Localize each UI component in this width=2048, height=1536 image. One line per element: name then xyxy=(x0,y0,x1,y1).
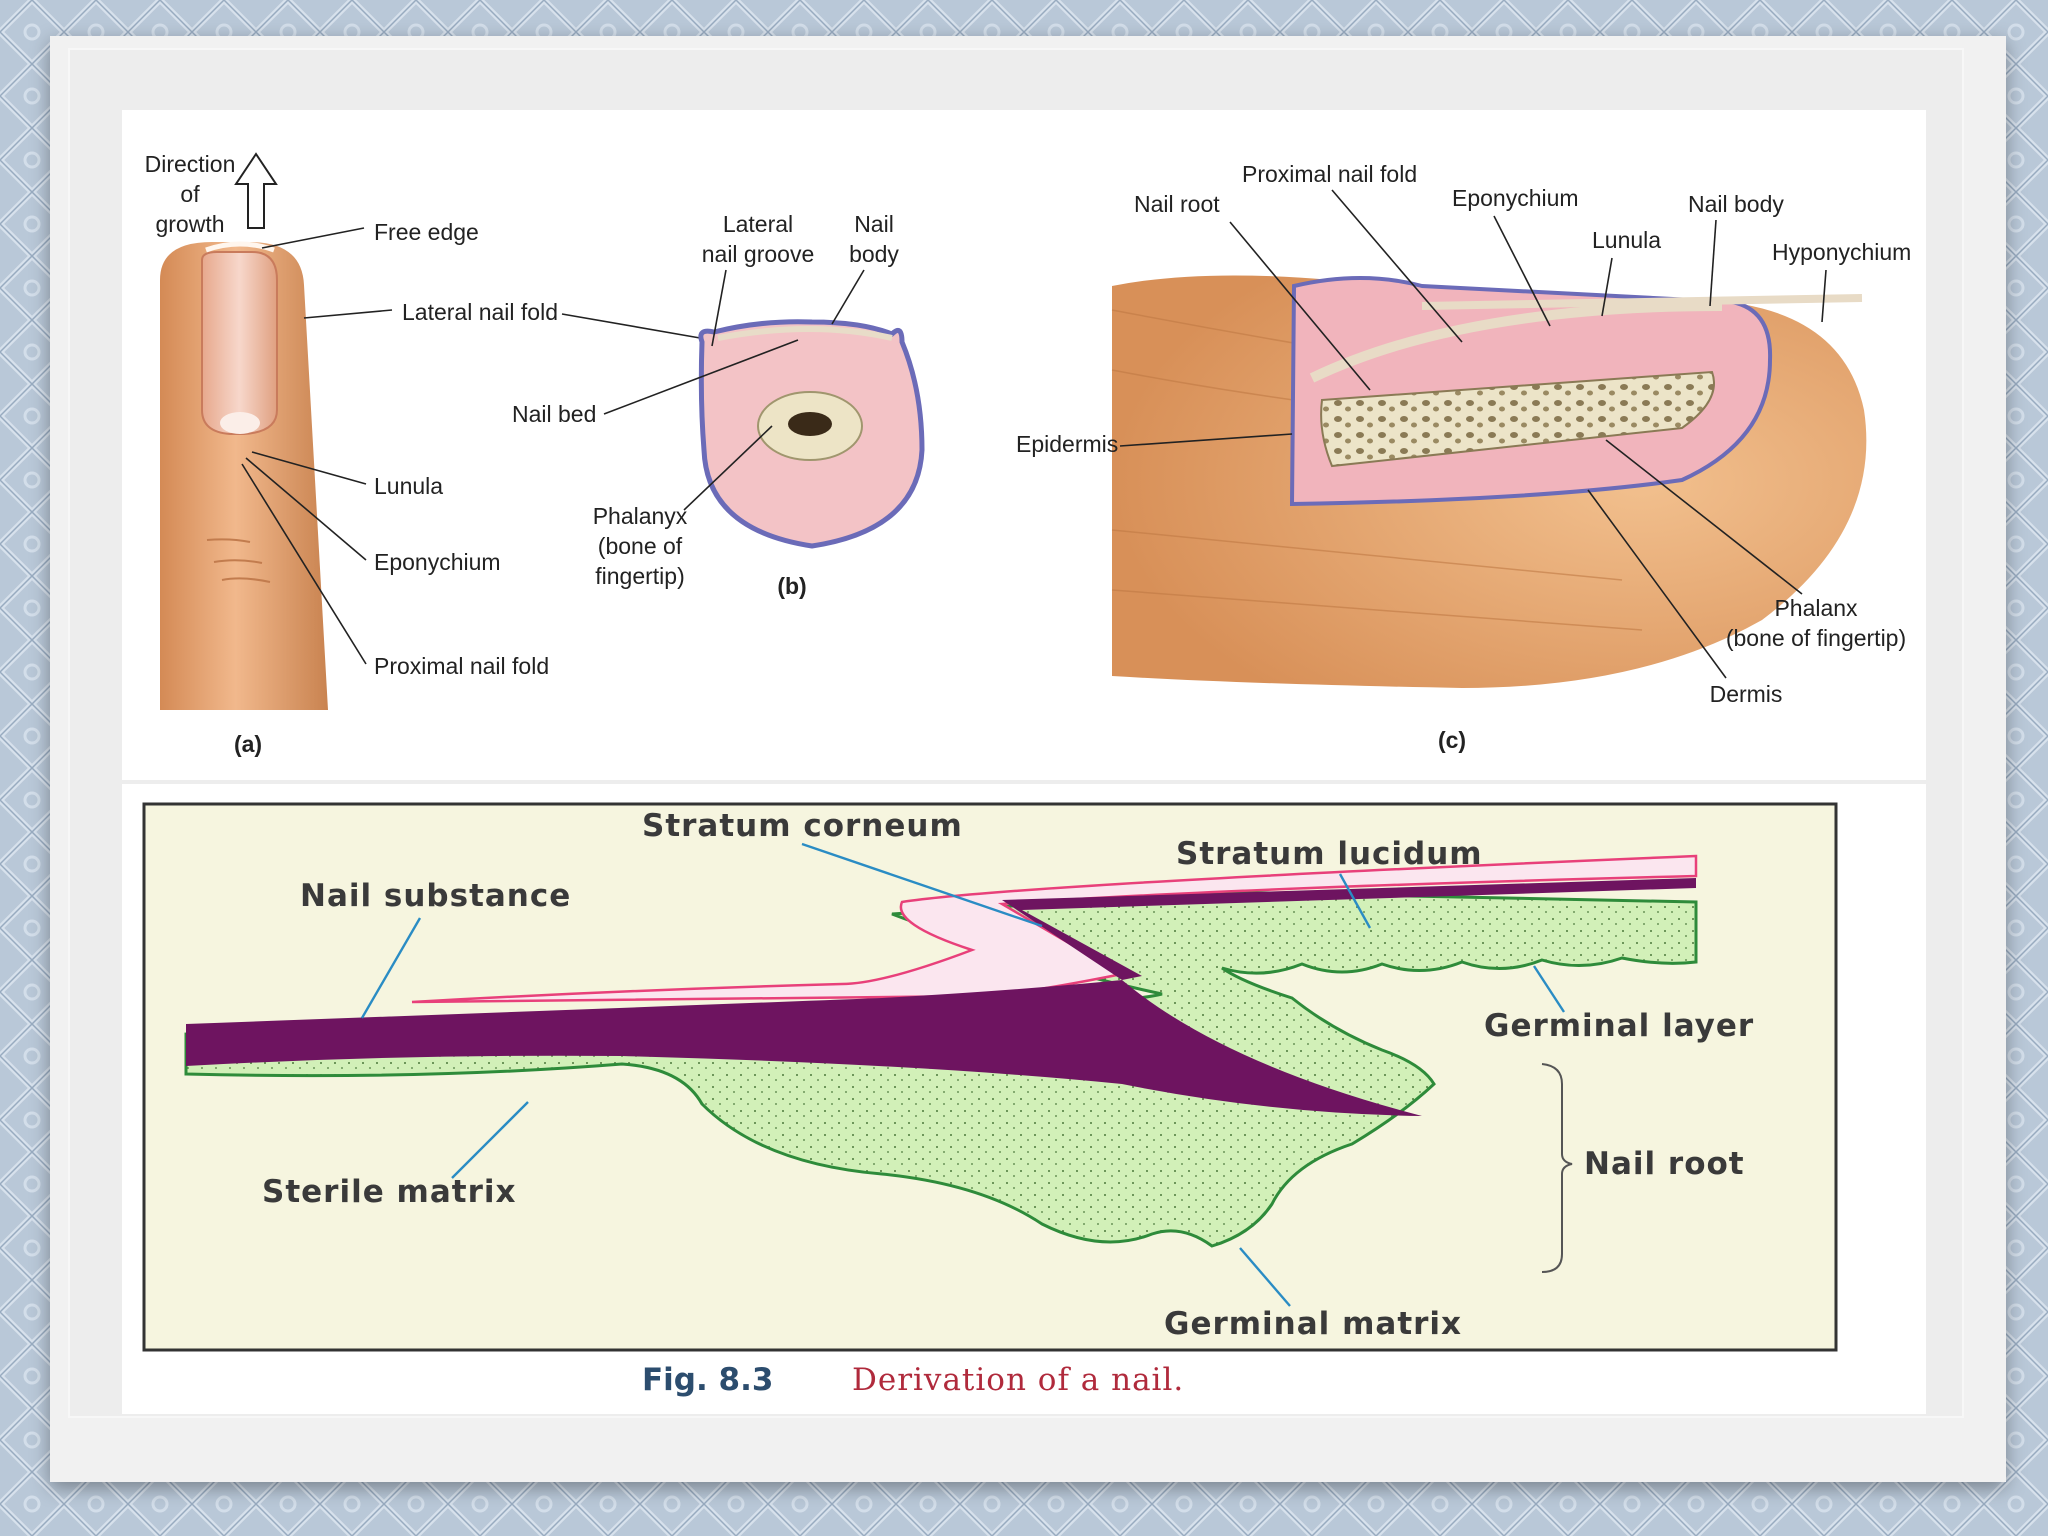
proximal-nail-fold-label: Proximal nail fold xyxy=(374,653,549,679)
phalanx-c-label-1: Phalanx xyxy=(1774,595,1858,621)
lunula-label: Lunula xyxy=(374,473,443,499)
lateral-nail-groove-label-1: Lateral xyxy=(723,211,793,237)
nail-root-label: Nail root xyxy=(1584,1146,1745,1182)
figure-number: Fig. 8.3 xyxy=(642,1362,773,1398)
eponychium-c-label: Eponychium xyxy=(1452,185,1579,211)
growth-arrow-icon xyxy=(234,152,278,229)
germinal-layer-label: Germinal layer xyxy=(1484,1008,1754,1044)
nail-substance-label: Nail substance xyxy=(300,878,571,914)
panel-c-tag: (c) xyxy=(1438,727,1466,753)
lunula-c-label: Lunula xyxy=(1592,227,1661,253)
nail-anatomy-panel: Direction of growth Free edge Lateral na… xyxy=(122,110,1926,780)
panel-a-tag: (a) xyxy=(234,731,262,757)
free-edge-label: Free edge xyxy=(374,219,479,245)
lateral-nail-groove-label-2: nail groove xyxy=(702,241,815,267)
phalanyx-label-3: fingertip) xyxy=(595,563,684,589)
phalanx-c-label-2: (bone of fingertip) xyxy=(1726,625,1906,651)
lateral-nail-fold-label: Lateral nail fold xyxy=(402,299,558,325)
sterile-matrix-label: Sterile matrix xyxy=(262,1174,516,1210)
direction-label-2: of xyxy=(180,181,200,207)
figure-caption: Derivation of a nail. xyxy=(852,1362,1184,1398)
proximal-nail-fold-c-label: Proximal nail fold xyxy=(1242,161,1417,187)
nail-bed-label: Nail bed xyxy=(512,401,596,427)
phalanyx-label-2: (bone of xyxy=(598,533,683,559)
nail-root-brace xyxy=(1541,1063,1573,1273)
nail-body-b-label-2: body xyxy=(849,241,899,267)
stratum-lucidum-label: Stratum lucidum xyxy=(1176,836,1483,872)
panel-b-tag: (b) xyxy=(777,573,806,599)
stratum-corneum-label: Stratum corneum xyxy=(642,808,963,844)
nail-body-b-label-1: Nail xyxy=(854,211,894,237)
nail-body-c-label: Nail body xyxy=(1688,191,1784,217)
phalanyx-label-1: Phalanyx xyxy=(593,503,688,529)
direction-label-1: Direction xyxy=(145,151,236,177)
epidermis-label: Epidermis xyxy=(1016,431,1118,457)
direction-label-3: growth xyxy=(155,211,224,237)
finger-illustration xyxy=(160,241,328,710)
nail-derivation-diagram: Stratum corneum Stratum lucidum Nail sub… xyxy=(142,802,1838,1398)
nail-anatomy-illustration: Direction of growth Free edge Lateral na… xyxy=(145,151,1912,757)
germinal-matrix-label: Germinal matrix xyxy=(1164,1306,1462,1342)
nail-cross-section xyxy=(698,319,925,549)
nail-root-c-label: Nail root xyxy=(1134,191,1220,217)
hyponychium-label: Hyponychium xyxy=(1772,239,1911,265)
nail-derivation-panel: Stratum corneum Stratum lucidum Nail sub… xyxy=(122,784,1926,1414)
dermis-label: Dermis xyxy=(1710,681,1783,707)
fingertip-sagittal-section xyxy=(1111,275,1867,688)
eponychium-label: Eponychium xyxy=(374,549,501,575)
nail-substance xyxy=(186,980,1422,1116)
